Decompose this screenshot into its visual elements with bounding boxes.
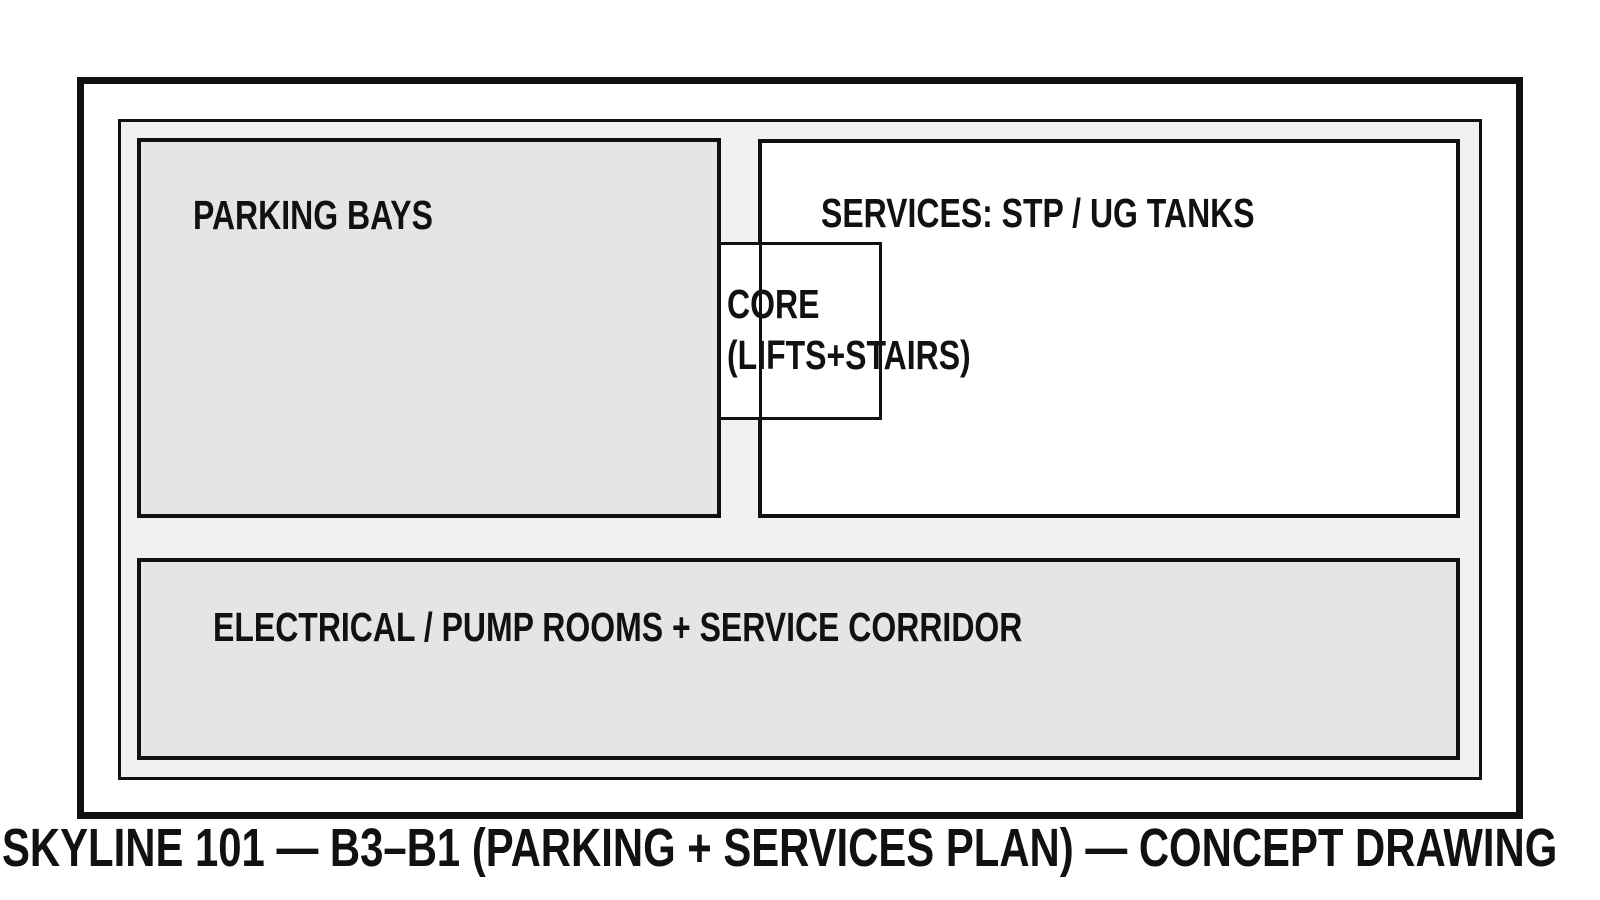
room-core-lifts-stairs: CORE (LIFTS+STAIRS): [718, 242, 971, 420]
services-label: SERVICES: STP / UG TANKS: [821, 190, 1255, 236]
electrical-label: ELECTRICAL / PUMP ROOMS + SERVICE CORRID…: [213, 604, 1023, 650]
core-label-line1: CORE: [727, 281, 820, 327]
room-parking-bays: PARKING BAYS: [137, 138, 721, 518]
parking-bays-label: PARKING BAYS: [193, 192, 433, 238]
drawing-title-caption: SKYLINE 101 — B3–B1 (PARKING + SERVICES …: [2, 818, 1558, 878]
room-electrical-pump-service-corridor: ELECTRICAL / PUMP ROOMS + SERVICE CORRID…: [137, 558, 1460, 760]
core-label-line2: (LIFTS+STAIRS): [727, 332, 971, 378]
core-partition-line: [759, 242, 762, 420]
